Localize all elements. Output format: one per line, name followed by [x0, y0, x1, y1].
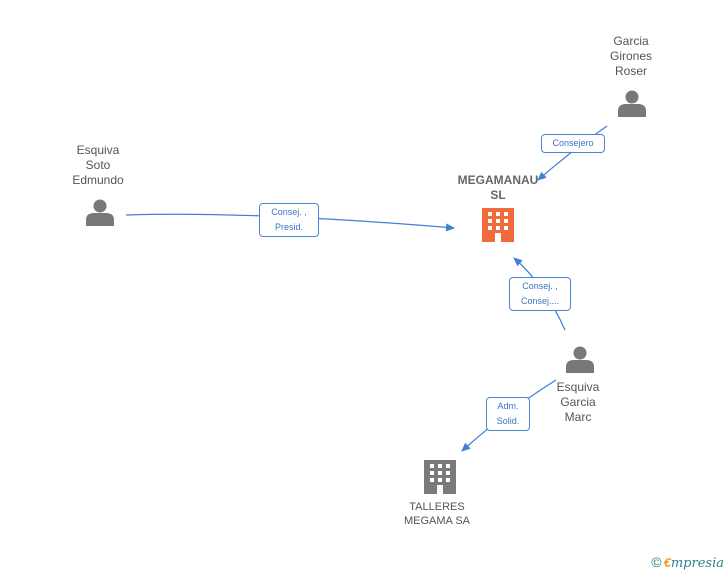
person-icon — [618, 90, 646, 117]
node-label-line: MEGAMA SA — [403, 515, 471, 527]
node-label-line: Roser — [614, 64, 647, 78]
edge-label-line: Consejero — [552, 138, 594, 148]
node-megamanau-sl[interactable]: MEGAMANAU SL — [448, 173, 548, 203]
node-esquiva-soto-edmundo[interactable]: Esquiva Soto Edmundo — [60, 143, 136, 188]
edge-label-adm-solid[interactable]: Adm. Solid. — [486, 397, 530, 431]
node-garcia-girones-roser[interactable]: Garcia Girones Roser — [596, 34, 666, 79]
building-icon — [424, 460, 456, 494]
node-label-line: Garcia — [560, 395, 596, 409]
person-icon — [566, 346, 594, 373]
node-label-line: Garcia — [613, 34, 649, 48]
edge-label-line: Presid. — [274, 222, 303, 232]
edge-label-line: Consej. , — [271, 207, 307, 217]
node-label-line: Esquiva — [76, 143, 120, 157]
edge-label-consej-presid[interactable]: Consej. , Presid. — [259, 203, 319, 237]
brand-logo-e: € — [663, 555, 671, 570]
node-label-line: SL — [490, 188, 506, 202]
person-icon — [86, 199, 114, 226]
copyright-symbol: © — [651, 554, 662, 570]
node-esquiva-garcia-marc[interactable]: Esquiva Garcia Marc — [543, 380, 613, 425]
node-talleres-megama-sa[interactable]: TALLERES MEGAMA SA — [392, 500, 482, 528]
node-label-line: Soto — [85, 158, 111, 172]
node-label-line: TALLERES — [409, 501, 465, 513]
node-label-line: Esquiva — [556, 380, 600, 394]
edge-label-line: Consej.... — [520, 296, 560, 306]
brand-logo-text: mpresia — [670, 556, 724, 571]
edge-label-line: Adm. — [497, 401, 519, 411]
building-icon — [482, 208, 514, 242]
edge-label-consejero[interactable]: Consejero — [541, 134, 605, 153]
node-label-line: Marc — [564, 410, 592, 424]
edge-label-line: Solid. — [496, 416, 520, 426]
node-label-line: Edmundo — [72, 173, 124, 187]
edge-label-line: Consej. , — [522, 281, 558, 291]
brand-footer[interactable]: ©€mpresia — [651, 554, 724, 571]
node-label-line: Girones — [609, 49, 653, 63]
node-label-line: MEGAMANAU — [457, 173, 539, 187]
edge-label-consej-consej[interactable]: Consej. , Consej.... — [509, 277, 571, 311]
